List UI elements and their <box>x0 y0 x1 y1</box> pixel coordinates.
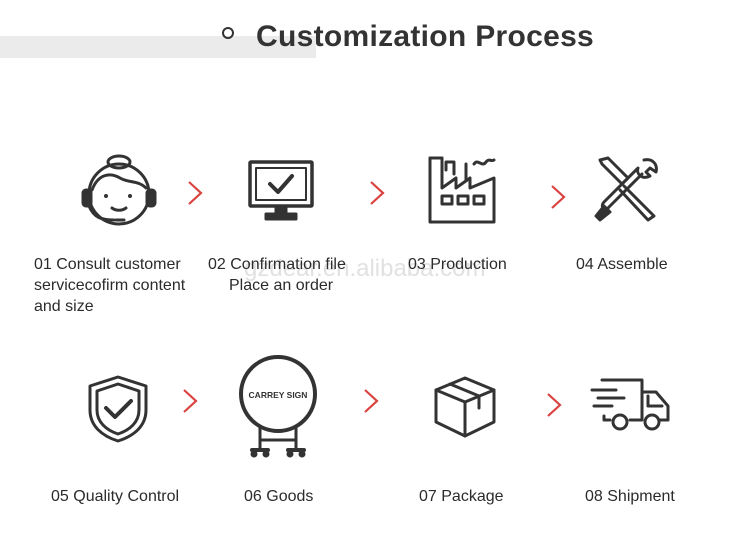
step-6-label: 06 Goods <box>244 488 314 505</box>
arrow-right-icon <box>551 185 566 209</box>
customer-service-icon <box>80 150 158 232</box>
arrow-right-icon <box>188 181 203 205</box>
step-7-label: 07 Package <box>419 488 504 505</box>
page-title: Customization Process <box>256 20 595 53</box>
arrow-right-icon <box>370 181 385 205</box>
step-1-label: 01 Consult customer servicecofirm conten… <box>34 256 186 315</box>
sign-text: CARREY SIGN <box>249 390 308 400</box>
step-5-label: 05 Quality Control <box>51 488 180 505</box>
delivery-truck-icon <box>590 376 672 436</box>
header-band <box>0 36 316 58</box>
tools-icon <box>594 156 660 222</box>
watermark: gzdear.en.alibaba.com <box>244 255 486 282</box>
arrow-right-icon <box>183 389 198 413</box>
step-8-label: 08 Shipment <box>585 488 675 505</box>
arrow-right-icon <box>364 389 379 413</box>
step-2-label: 02 Confirmation file Place an order <box>208 256 346 294</box>
round-sign-icon: CARREY SIGN <box>238 352 318 458</box>
box-icon <box>432 374 498 440</box>
factory-icon <box>426 154 498 226</box>
monitor-check-icon <box>248 160 314 222</box>
header-circle-icon <box>222 27 234 39</box>
step-3-label: 03 Production <box>408 256 507 273</box>
step-4-label: 04 Assemble <box>576 256 668 273</box>
shield-check-icon <box>86 374 150 444</box>
arrow-right-icon <box>547 393 562 417</box>
